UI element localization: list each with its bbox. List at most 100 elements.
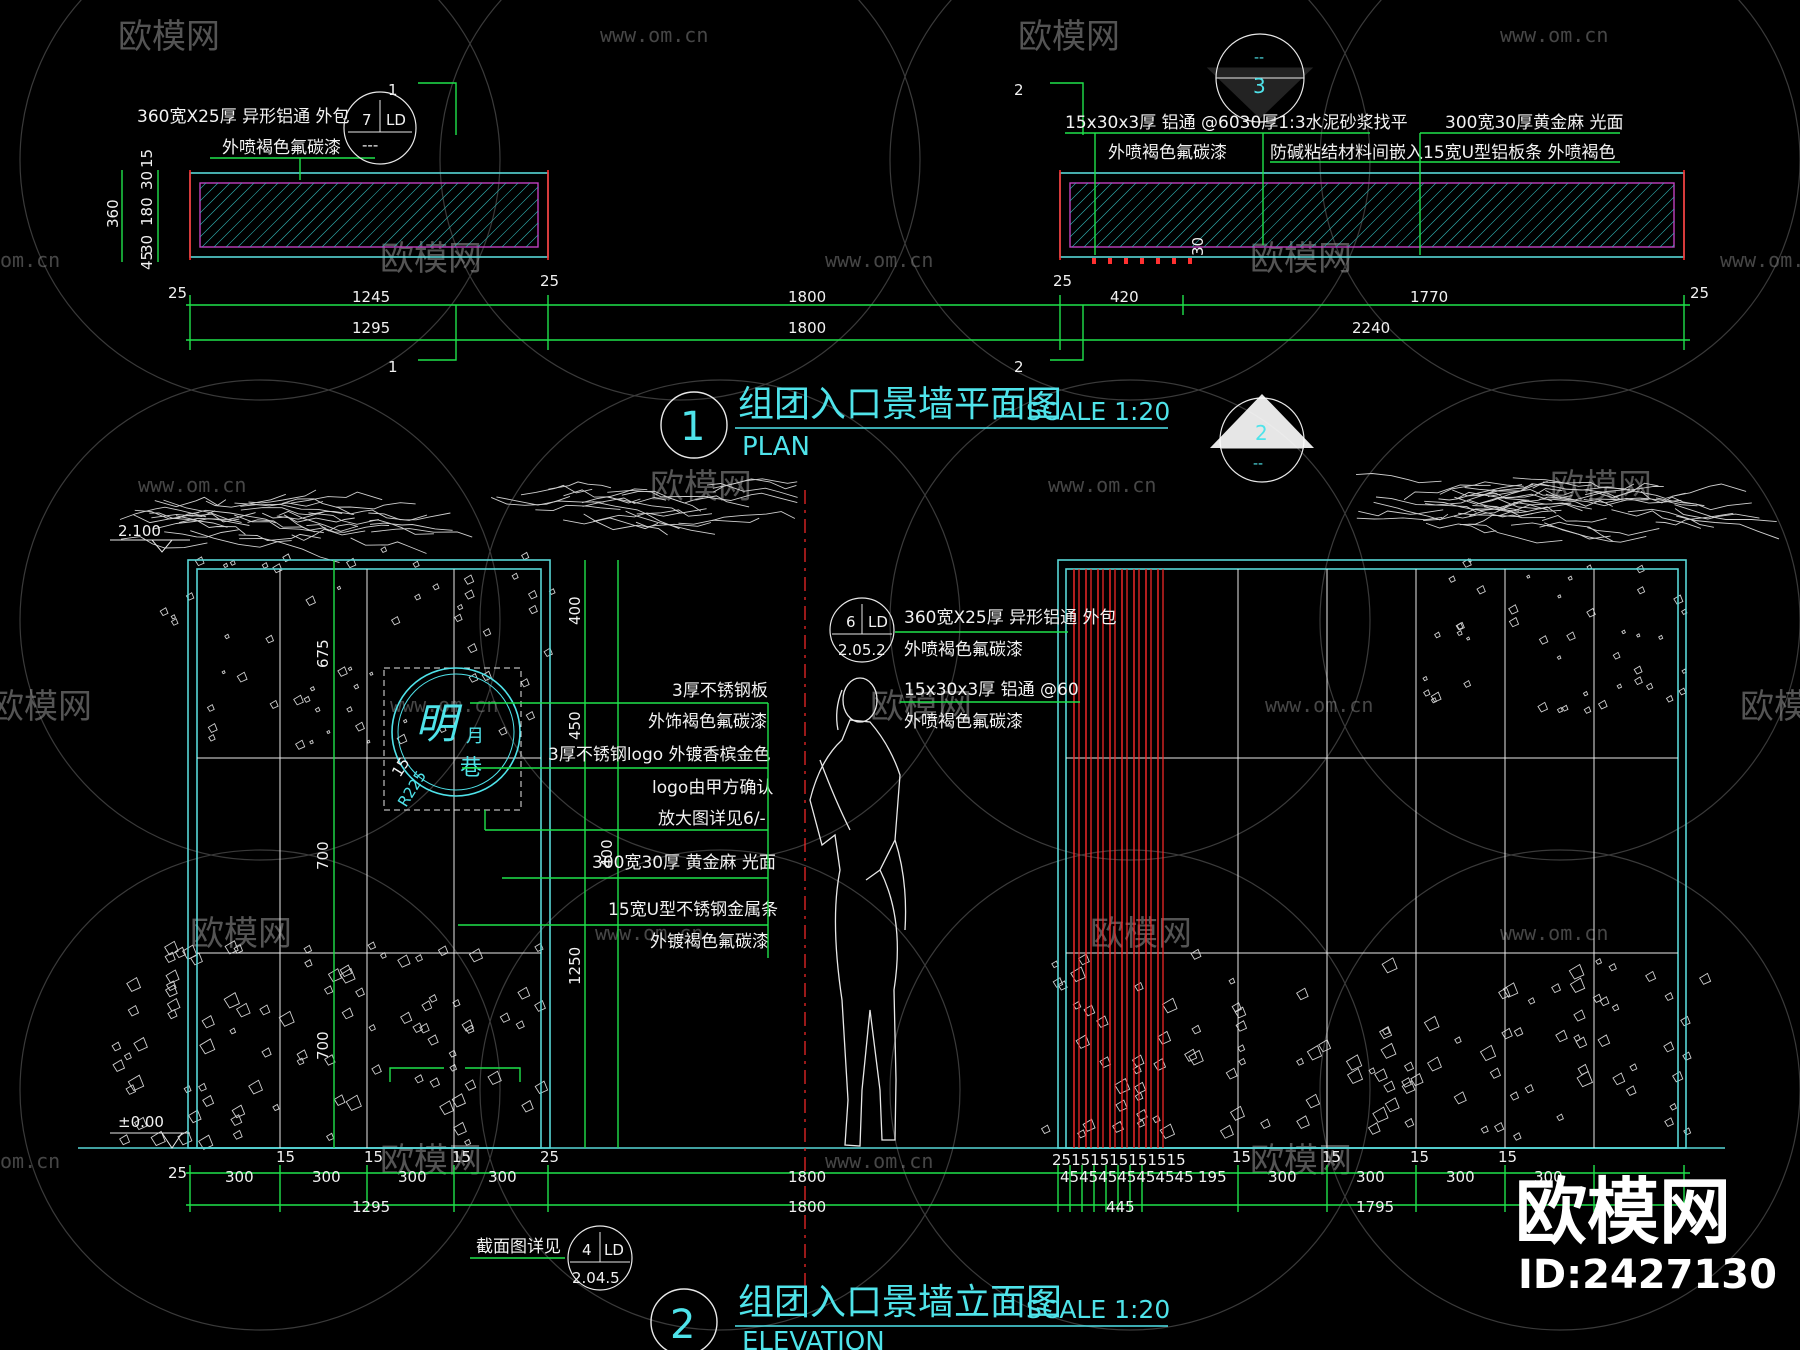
- leaf: [1573, 1009, 1586, 1022]
- leaf: [1296, 1115, 1310, 1130]
- branch: [152, 518, 242, 530]
- branch: [1439, 481, 1524, 495]
- elev-dim: 300: [1268, 1168, 1297, 1186]
- elev-left-frame: [196, 568, 542, 1149]
- leaf: [468, 672, 479, 683]
- branch: [1539, 521, 1614, 542]
- elev-vdim: 675: [314, 639, 332, 668]
- callout-code: LD: [868, 613, 888, 631]
- leaf: [1131, 1054, 1145, 1068]
- watermark-brand: 欧模网: [380, 239, 482, 279]
- leaf: [1426, 1056, 1442, 1072]
- leaf: [303, 944, 313, 954]
- leaf: [222, 562, 229, 569]
- leaf: [1680, 1015, 1691, 1027]
- branch: [120, 536, 208, 549]
- leaf: [1374, 1068, 1388, 1082]
- leaf: [337, 666, 348, 677]
- branch: [711, 511, 796, 522]
- tube-mark: [1156, 258, 1160, 264]
- plan-total: 1800: [788, 319, 826, 337]
- watermark-url: www.om.cn: [138, 473, 246, 497]
- elev-dim: 300: [1356, 1168, 1385, 1186]
- watermark-brand: 欧模网: [650, 467, 752, 507]
- leaf: [1132, 1064, 1142, 1075]
- watermark-url: www.om.cn: [1500, 921, 1608, 945]
- plan-left-wall: [189, 172, 549, 258]
- leaf: [1070, 966, 1086, 983]
- leaf: [1681, 608, 1688, 615]
- leaf: [165, 969, 180, 984]
- leaf: [1381, 957, 1398, 974]
- leaf: [1645, 970, 1657, 982]
- leaf: [111, 1041, 122, 1052]
- leaf: [224, 633, 230, 640]
- tube-mark: [1172, 258, 1176, 264]
- plan-vdim: 360: [104, 199, 122, 228]
- section-mark: 2: [1014, 81, 1024, 99]
- watermark-brand: 欧模网: [870, 687, 972, 727]
- level-base: ±0.00: [118, 1113, 164, 1131]
- branch: [593, 512, 681, 522]
- callout-sheet: --: [1254, 50, 1264, 66]
- leaf: [1597, 1034, 1611, 1048]
- leaf: [1306, 1045, 1323, 1061]
- leaf: [229, 559, 236, 566]
- branch: [240, 507, 324, 516]
- branch: [262, 512, 326, 531]
- plan-left-core: [199, 182, 539, 248]
- leaf: [439, 1100, 455, 1116]
- leaf: [1526, 574, 1531, 579]
- leaf: [265, 634, 275, 644]
- leaf: [1454, 1036, 1462, 1044]
- leaf: [1621, 629, 1626, 635]
- leaf: [1423, 1015, 1440, 1032]
- leaf: [127, 1074, 145, 1092]
- leaf: [1592, 993, 1603, 1003]
- leaf: [261, 562, 269, 569]
- elev-dim: 300: [488, 1168, 517, 1186]
- branch: [248, 489, 317, 504]
- branch: [190, 530, 292, 548]
- leaf: [164, 984, 178, 998]
- elev-dim: 300: [312, 1168, 341, 1186]
- leaf: [534, 942, 544, 953]
- branch: [535, 504, 621, 512]
- leaf: [1077, 953, 1090, 966]
- plan-total: 1295: [352, 319, 390, 337]
- detail-callout-circle: [567, 1225, 633, 1291]
- branch: [368, 512, 451, 521]
- elev-total: 445: [1106, 1198, 1135, 1216]
- leaf: [1682, 1051, 1692, 1061]
- leaf: [293, 694, 304, 706]
- leaf: [1318, 1039, 1332, 1053]
- leaf: [1557, 594, 1562, 599]
- leaf: [452, 999, 461, 1008]
- leaf: [1040, 1124, 1051, 1135]
- leaf: [366, 739, 371, 744]
- leaf: [1296, 1057, 1305, 1066]
- logo-ring: [391, 667, 521, 797]
- branch: [322, 524, 390, 533]
- elev-vdim: 700: [314, 1031, 332, 1060]
- leaf: [369, 671, 374, 676]
- watermark-brand: 欧模网: [1740, 687, 1800, 727]
- plan-dim: 25: [1690, 284, 1709, 302]
- callout-num: 7: [362, 111, 372, 129]
- leaf: [1556, 655, 1562, 660]
- leaf: [528, 604, 538, 615]
- elevation-title: 组团入口景墙立面图: [738, 1282, 1062, 1323]
- leaf: [1513, 1027, 1524, 1037]
- leaf: [1234, 1006, 1247, 1019]
- elev-vdim: 400: [598, 839, 616, 868]
- leaf: [1231, 1002, 1242, 1013]
- leaf: [464, 1079, 477, 1091]
- elev-right-panel-joints: [1066, 569, 1678, 1148]
- leaf: [1430, 691, 1442, 703]
- leaf: [224, 940, 239, 955]
- leaf: [1501, 1027, 1513, 1040]
- leaf: [1423, 689, 1431, 697]
- leaf: [1669, 1102, 1678, 1111]
- leaf: [396, 733, 408, 745]
